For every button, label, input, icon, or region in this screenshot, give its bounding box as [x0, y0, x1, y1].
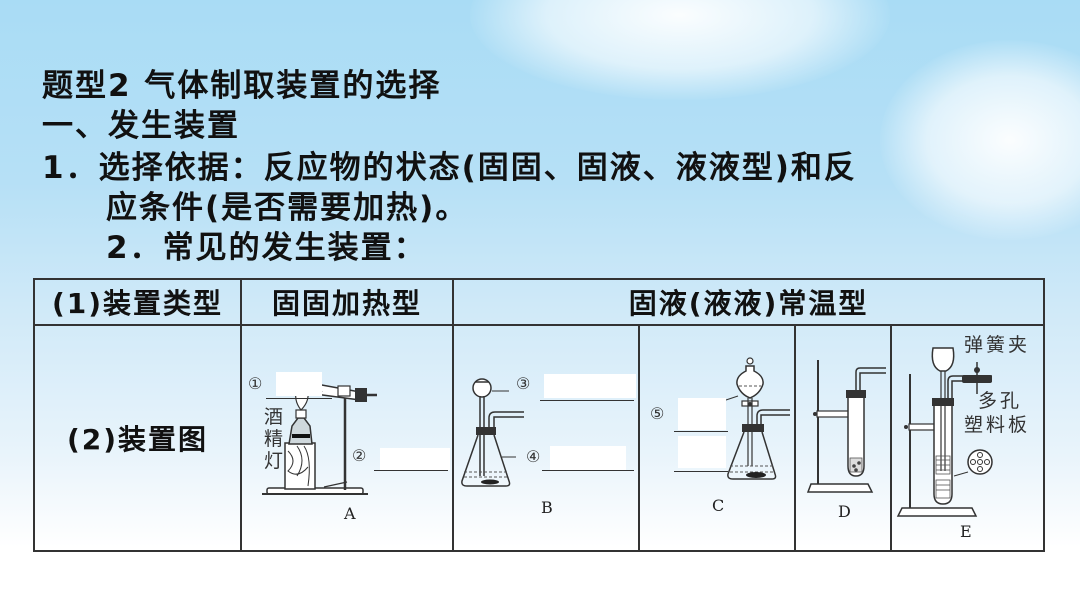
- generator-device-table: (1)装置类型 固固加热型 固液(液液)常温型 (2)装置图: [33, 278, 1046, 552]
- cloud-decoration: [880, 40, 1080, 240]
- plastic-plate-label: 塑料板: [964, 414, 1031, 436]
- answer-line-5b: [674, 471, 728, 472]
- section-heading: 一、发生装置: [42, 108, 240, 144]
- porous-label-line1: 多孔: [978, 390, 1023, 412]
- label-1-marker: ①: [248, 374, 263, 393]
- answer-blank-3[interactable]: [544, 374, 636, 398]
- header-solid-liquid: 固液(液液)常温型: [451, 278, 1046, 326]
- label-5-marker: ⑤: [650, 404, 665, 423]
- alcohol-lamp-label: 酒精灯: [264, 406, 287, 472]
- device-a-cell: ① 酒精灯 ② A: [240, 324, 454, 552]
- test-tube-with-porous-plate-icon: [896, 347, 993, 517]
- flask-with-funnel-apparatus-icon: [461, 378, 524, 487]
- table-header-row: (1)装置类型 固固加热型 固液(液液)常温型: [33, 278, 1046, 326]
- header-solid-heat: 固固加热型: [240, 278, 454, 326]
- header-device-type: (1)装置类型: [33, 278, 242, 326]
- answer-line-5a: [674, 431, 728, 432]
- device-b-cell: ③ ④ B: [452, 324, 640, 552]
- point-1-line-1: 1．选择依据：反应物的状态(固固、固液、液液型)和反: [42, 150, 857, 186]
- topic-title: 题型2 气体制取装置的选择: [42, 68, 442, 104]
- device-b-letter: B: [541, 498, 553, 517]
- point-2: 2．常见的发生装置：: [106, 230, 427, 266]
- label-2-marker: ②: [352, 446, 367, 465]
- answer-line-1: [266, 398, 332, 399]
- cloud-decoration: [470, 0, 890, 100]
- porous-plate-detail: [935, 449, 993, 499]
- device-e-cell: 弹簧夹 多孔 塑料板 E: [889, 324, 1046, 552]
- answer-line-2: [374, 470, 448, 471]
- device-d-cell: D: [794, 324, 892, 552]
- device-e-letter: E: [960, 522, 972, 541]
- answer-line-4: [542, 470, 634, 471]
- answer-blank-4[interactable]: [550, 446, 626, 470]
- device-d-letter: D: [838, 502, 851, 521]
- label-4-marker: ④: [526, 447, 541, 466]
- flask-with-separatory-funnel-icon: [719, 357, 790, 480]
- device-c-letter: C: [712, 496, 725, 515]
- point-1-line-2: 应条件(是否需要加热)。: [106, 190, 469, 226]
- answer-blank-1[interactable]: [276, 372, 322, 396]
- answer-blank-5b[interactable]: [678, 436, 726, 468]
- row-label-diagram: (2)装置图: [33, 324, 242, 552]
- device-c-cell: ⑤ C: [638, 324, 796, 552]
- answer-line-3: [540, 400, 634, 401]
- answer-blank-5a[interactable]: [678, 398, 726, 430]
- test-tube-on-stand-icon: [806, 360, 886, 493]
- label-3-marker: ③: [516, 374, 531, 393]
- answer-blank-2[interactable]: [380, 448, 450, 470]
- device-a-letter: A: [344, 504, 356, 523]
- spring-clamp-label: 弹簧夹: [964, 334, 1031, 356]
- table-diagram-row: (2)装置图: [33, 324, 1046, 552]
